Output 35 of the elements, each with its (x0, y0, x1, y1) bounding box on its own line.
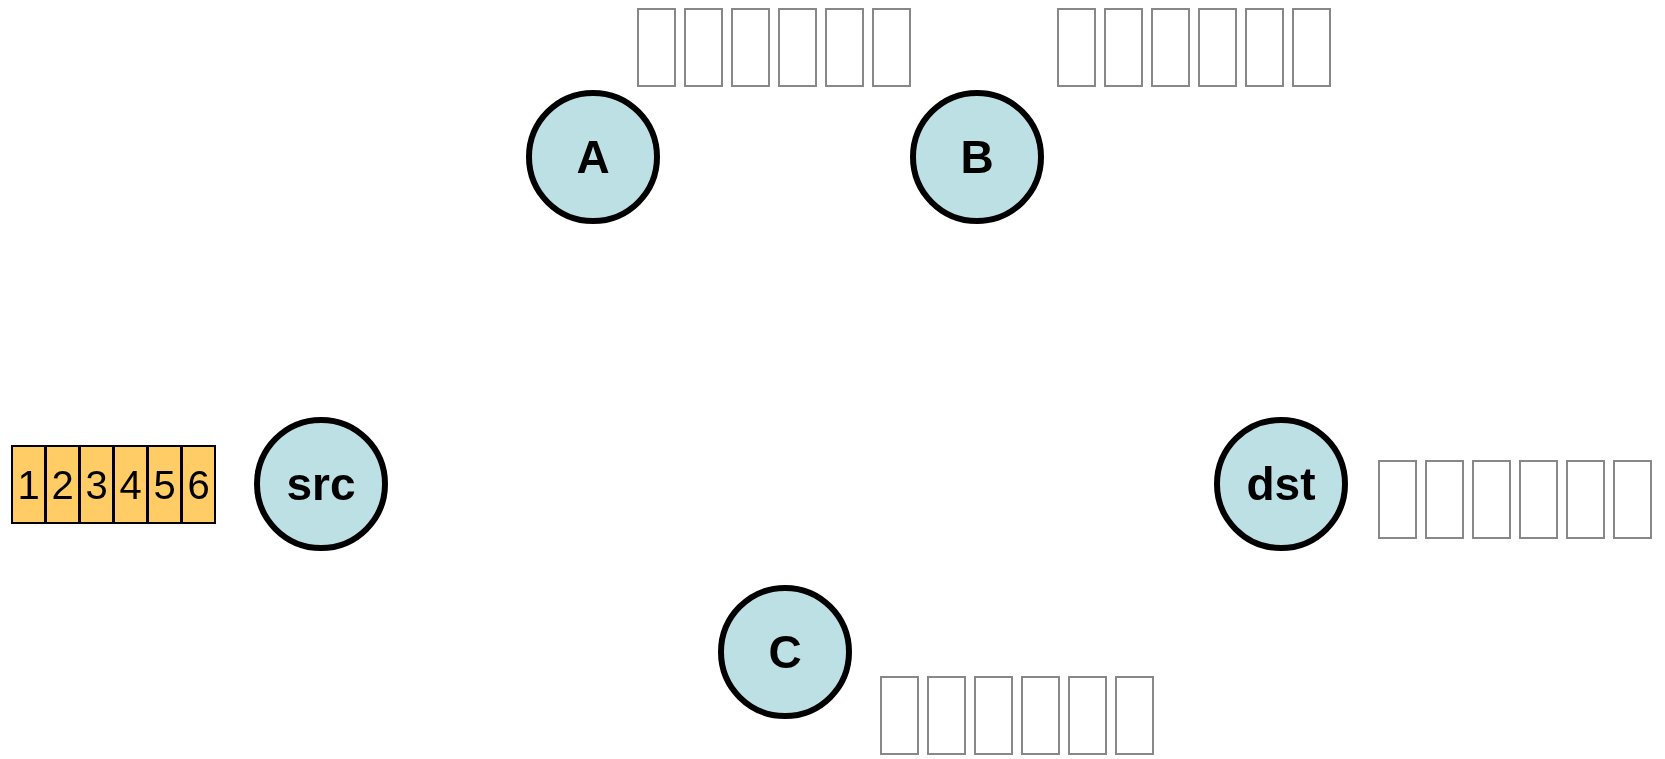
buffer-slot (880, 676, 919, 755)
buffer-slot (637, 8, 676, 87)
router-node: src (254, 417, 388, 551)
buffer-slot (1104, 8, 1143, 87)
buffer-slot (1472, 460, 1511, 539)
buffer-slot (872, 8, 911, 87)
packet-cell: 3 (79, 445, 114, 524)
buffer-slot (1613, 460, 1652, 539)
packet-cell: 4 (113, 445, 148, 524)
buffer-slot (778, 8, 817, 87)
packet-cell: 6 (181, 445, 216, 524)
buffer-slot (731, 8, 770, 87)
buffer-slot (825, 8, 864, 87)
router-node: A (526, 90, 660, 224)
buffer-slot (927, 676, 966, 755)
buffer-slot (1068, 676, 1107, 755)
packet-cell: 2 (45, 445, 80, 524)
buffer-slot (1021, 676, 1060, 755)
buffer-slot (1519, 460, 1558, 539)
packet-cell: 1 (11, 445, 46, 524)
buffer-slot (1566, 460, 1605, 539)
buffer-slot (1292, 8, 1331, 87)
router-node: dst (1214, 417, 1348, 551)
buffer-slot (1151, 8, 1190, 87)
buffer-slot (1115, 676, 1154, 755)
buffer-slot (1378, 460, 1417, 539)
router-node: B (910, 90, 1044, 224)
router-node: C (718, 585, 852, 719)
buffer-slot (1057, 8, 1096, 87)
buffer-slot (1425, 460, 1464, 539)
buffer-slot (684, 8, 723, 87)
buffer-slot (1198, 8, 1237, 87)
buffer-slot (1245, 8, 1284, 87)
packet-cell: 5 (147, 445, 182, 524)
buffer-slot (974, 676, 1013, 755)
